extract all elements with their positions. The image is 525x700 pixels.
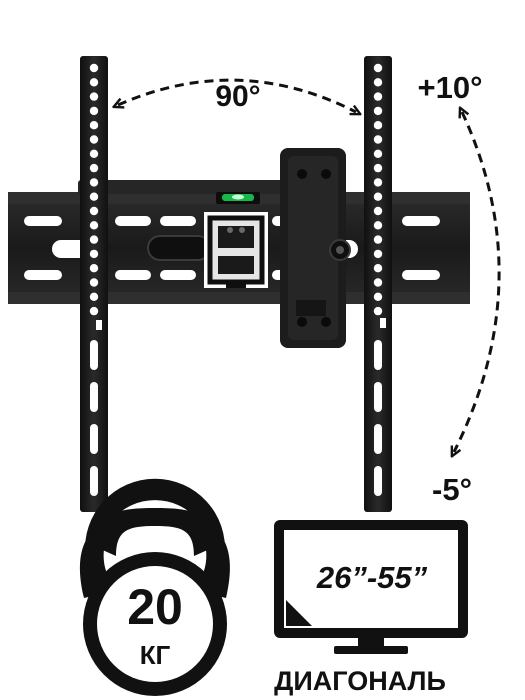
diagonal-label: ДИАГОНАЛЬ <box>274 666 446 696</box>
monitor-icon: 26”-55” <box>274 520 468 654</box>
bubble-level <box>216 192 260 204</box>
mounting-hole <box>373 106 383 116</box>
mounting-hole <box>373 121 383 130</box>
mounting-slot <box>374 424 382 454</box>
left-arm-holes <box>89 63 99 316</box>
mounting-hole <box>373 278 383 287</box>
mounting-hole <box>373 249 383 259</box>
swivel-hinge <box>204 212 268 288</box>
mounting-hole <box>373 92 383 101</box>
weight-unit: КГ <box>140 640 171 670</box>
mounting-hole <box>373 221 383 230</box>
mounting-slot <box>374 466 382 496</box>
mounting-hole <box>89 264 99 273</box>
mounting-hole <box>373 206 383 216</box>
mounting-slot <box>90 424 98 454</box>
mounting-hole <box>373 78 383 87</box>
right-arm-slots <box>374 340 382 496</box>
screen-size-label: 26”-55” <box>316 560 428 595</box>
mounting-hole <box>89 306 99 316</box>
mounting-hole <box>373 149 383 158</box>
mounting-hole <box>373 306 383 316</box>
tilt-up-label: +10° <box>418 70 483 105</box>
kettlebell-icon: 20 КГ <box>80 478 230 696</box>
mounting-hole <box>373 63 383 73</box>
mounting-hole <box>373 235 383 244</box>
mounting-hole <box>89 192 99 201</box>
mounting-slot <box>90 466 98 496</box>
mounting-hole <box>89 121 99 130</box>
mounting-slot <box>90 382 98 412</box>
mounting-hole <box>373 264 383 273</box>
right-arm-holes <box>373 63 383 316</box>
mounting-hole <box>89 106 99 116</box>
mounting-hole <box>89 206 99 216</box>
mounting-hole <box>89 135 99 144</box>
mounting-hole <box>373 192 383 201</box>
mounting-slot <box>90 340 98 370</box>
mounting-hole <box>89 221 99 230</box>
swivel-arrow <box>118 78 356 112</box>
tilt-down-label: -5° <box>432 472 472 507</box>
mounting-hole <box>89 278 99 287</box>
mounting-hole <box>89 235 99 244</box>
mounting-slot <box>374 382 382 412</box>
weight-value: 20 <box>127 579 183 635</box>
mounting-hole <box>373 178 383 187</box>
mounting-hole <box>89 149 99 158</box>
mounting-hole <box>89 292 99 301</box>
swivel-angle-label: 90° <box>215 80 260 113</box>
mounting-hole <box>373 292 383 301</box>
tilt-arrow <box>454 112 501 452</box>
mounting-hole <box>373 163 383 173</box>
mounting-hole <box>89 178 99 187</box>
right-vertical-arm <box>364 56 392 512</box>
mounting-hole <box>373 135 383 144</box>
mounting-hole <box>89 78 99 87</box>
mounting-hole <box>89 249 99 259</box>
mounting-slot <box>374 340 382 370</box>
left-arm-slots <box>90 340 98 496</box>
left-vertical-arm <box>80 56 108 512</box>
mounting-hole <box>89 163 99 173</box>
tilt-bracket <box>280 148 351 348</box>
mounting-hole <box>89 63 99 73</box>
mounting-hole <box>89 92 99 101</box>
